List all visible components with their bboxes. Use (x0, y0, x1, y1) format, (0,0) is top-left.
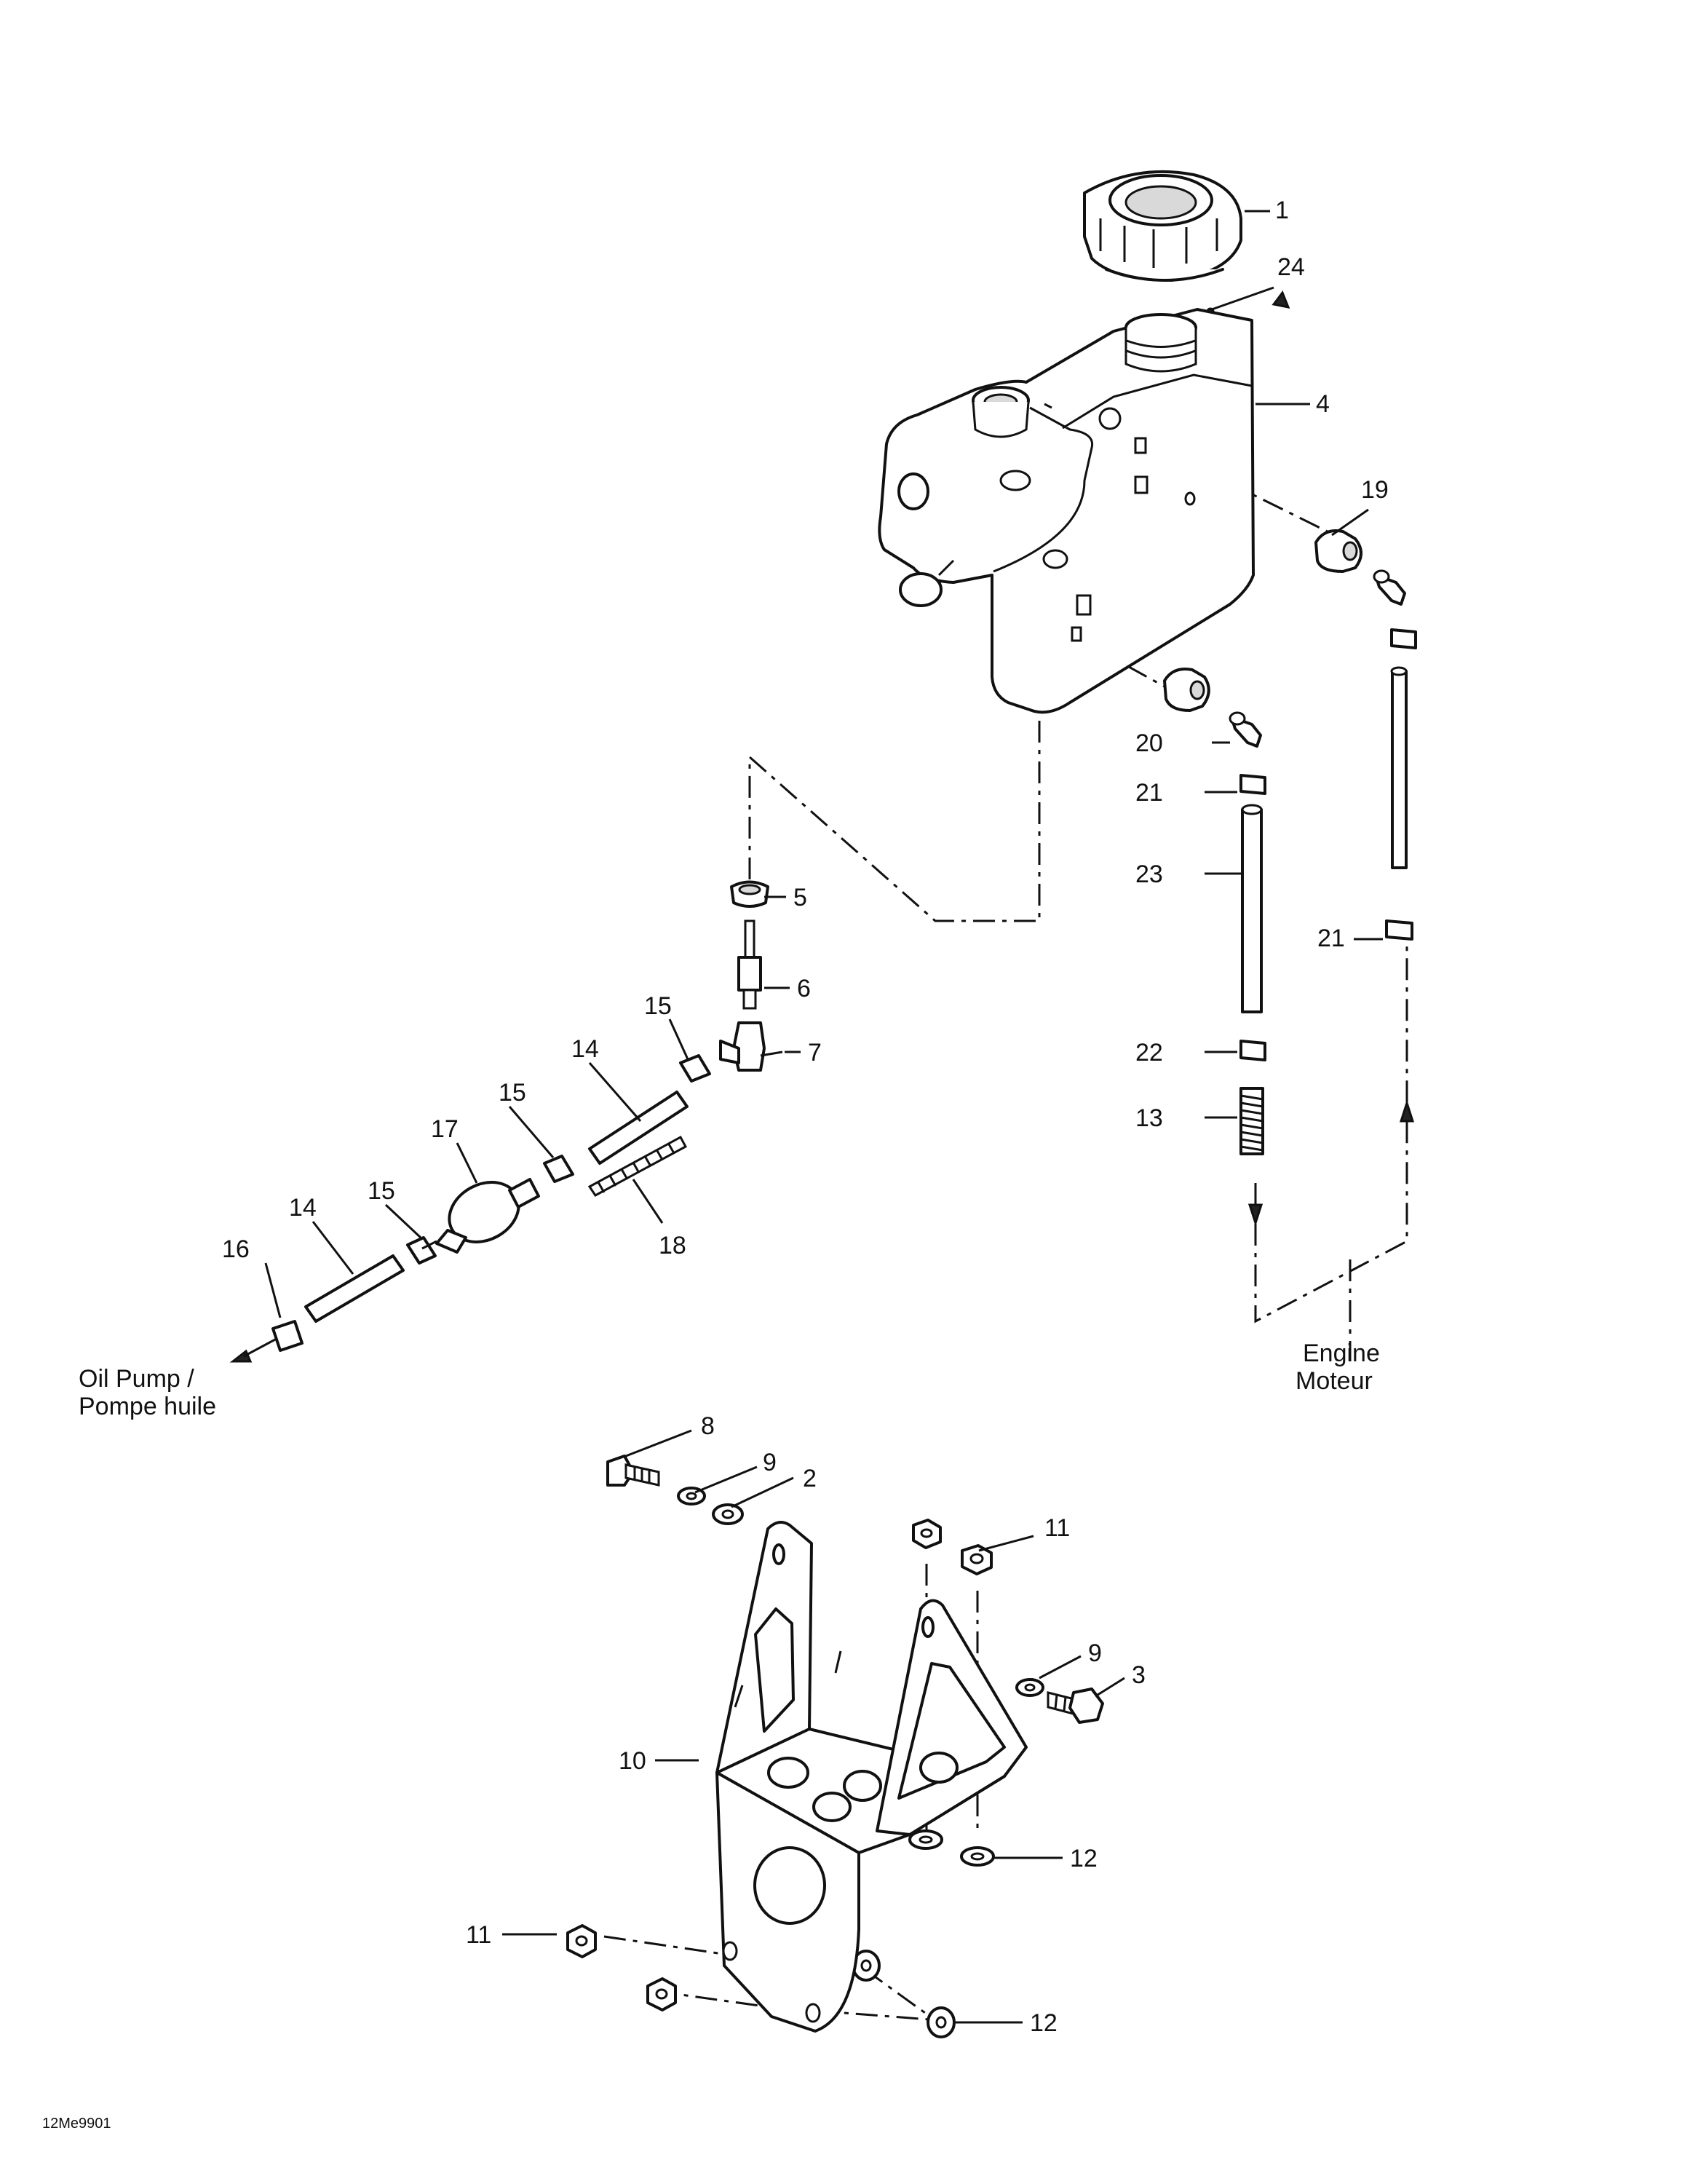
grommets-19 (1163, 529, 1362, 712)
figure-reference: 12Me9901 (42, 2116, 111, 2132)
bolt-3 (1047, 1688, 1104, 1724)
callout-14a: 14 (571, 1035, 599, 1063)
elbow-fittings-20 (1229, 569, 1406, 748)
bolt-8 (606, 1455, 660, 1487)
callout-16: 16 (222, 1235, 250, 1263)
mounting-bracket-10 (715, 1521, 1028, 2033)
grommet-5 (730, 880, 769, 908)
callout-21b: 21 (1317, 925, 1345, 952)
callout-15c: 15 (368, 1177, 395, 1205)
callout-6: 6 (797, 975, 811, 1002)
inline-filter-17 (421, 1178, 540, 1254)
callout-2: 2 (803, 1465, 817, 1492)
spring-18 (587, 1135, 688, 1197)
callout-1: 1 (1275, 197, 1289, 224)
callout-23: 23 (1135, 860, 1163, 888)
oil-pump-label-fr: Pompe huile (79, 1393, 216, 1420)
flow-arrows (229, 1099, 1415, 1363)
callout-20: 20 (1135, 729, 1163, 757)
callout-9a: 9 (763, 1449, 777, 1476)
oil-pump-label-en: Oil Pump / (79, 1365, 194, 1393)
callout-11b: 11 (466, 1921, 491, 1949)
callout-12b: 12 (1030, 2009, 1058, 2037)
clamps-21 (1239, 628, 1417, 941)
pickup-pipe-6 (737, 919, 762, 1010)
callout-3: 3 (1132, 1661, 1146, 1689)
tee-fitting-7 (719, 1021, 783, 1072)
callout-11a: 11 (1044, 1514, 1070, 1542)
callout-14b: 14 (289, 1194, 317, 1222)
callout-10: 10 (619, 1747, 646, 1775)
engine-label-en: Engine (1303, 1340, 1380, 1367)
callout-22: 22 (1135, 1039, 1163, 1067)
callout-7: 7 (808, 1039, 822, 1067)
callout-numbers: 1 24 4 19 20 21 21 23 22 13 5 6 7 15 14 … (222, 197, 1389, 2037)
callout-4: 4 (1316, 390, 1330, 418)
callout-15b: 15 (499, 1079, 526, 1107)
annotation-notes: Oil Pump / Pompe huile Engine Moteur 12M… (42, 1340, 1380, 2132)
callout-19: 19 (1361, 476, 1389, 504)
callout-21a: 21 (1135, 779, 1163, 807)
engine-label-fr: Moteur (1296, 1367, 1373, 1395)
callout-8: 8 (701, 1412, 715, 1440)
spring-13 (1239, 1087, 1264, 1155)
filler-cap (1083, 170, 1242, 282)
callout-24: 24 (1277, 253, 1305, 281)
callout-13: 13 (1135, 1104, 1163, 1132)
callout-15a: 15 (644, 992, 672, 1020)
leader-lines (243, 210, 1383, 2024)
oil-reservoir (878, 308, 1255, 714)
callout-5: 5 (793, 884, 807, 911)
callout-12a: 12 (1070, 1845, 1098, 1872)
hoses-14 (304, 1091, 689, 1323)
washers (677, 1487, 1044, 2038)
clamp-22 (1239, 1040, 1266, 1061)
clamp-16 (271, 1320, 304, 1352)
clamps-15 (406, 1054, 711, 1265)
callout-18: 18 (659, 1232, 686, 1259)
nuts-11 (566, 1519, 993, 2011)
callout-9b: 9 (1088, 1639, 1102, 1667)
callout-17: 17 (431, 1115, 459, 1143)
hoses-23 (1241, 666, 1408, 1013)
